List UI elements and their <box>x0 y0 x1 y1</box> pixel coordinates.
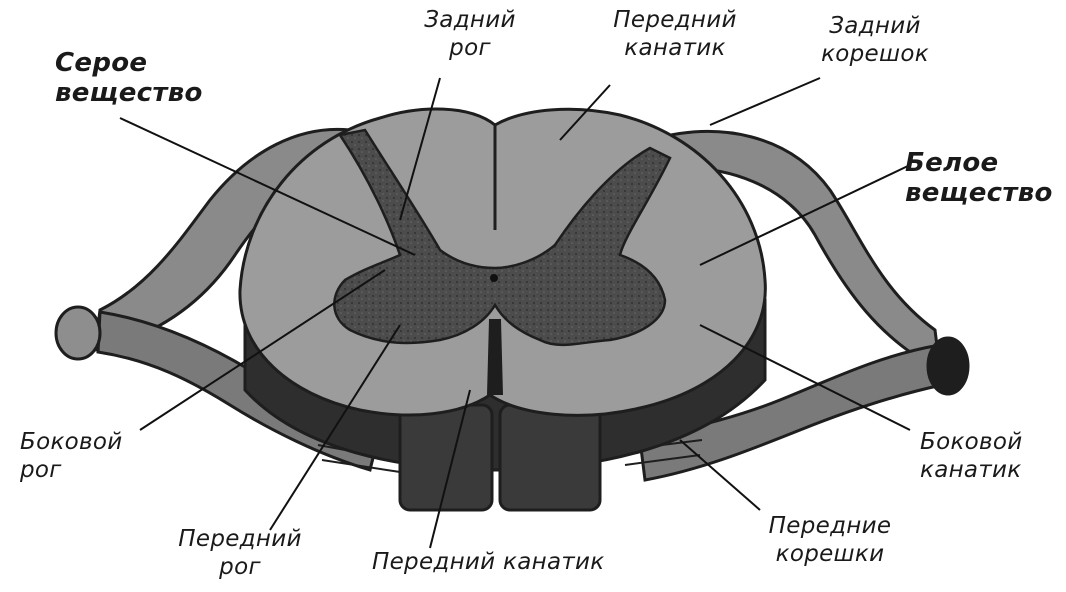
label-dorsal-horn: Задний рог <box>415 6 525 62</box>
label-anterior-funiculus-top: Передний канатик <box>600 6 750 62</box>
label-lateral-horn: Боковой рог <box>20 428 123 484</box>
right-ventral-root-stub <box>500 405 600 510</box>
label-white-matter: Белое вещество <box>905 148 1053 208</box>
label-anterior-funiculus-bottom: Передний канатик <box>372 548 605 576</box>
label-ventral-horn: Передний рог <box>170 525 310 581</box>
white-matter-section <box>240 109 765 415</box>
left-ventral-root-stub <box>400 405 492 510</box>
label-ventral-roots: Передние корешки <box>755 512 905 568</box>
label-dorsal-root: Задний корешок <box>810 12 940 68</box>
label-lateral-funiculus: Боковой канатик <box>920 428 1023 484</box>
label-gray-matter: Серое вещество <box>55 48 203 108</box>
central-canal <box>490 274 498 282</box>
